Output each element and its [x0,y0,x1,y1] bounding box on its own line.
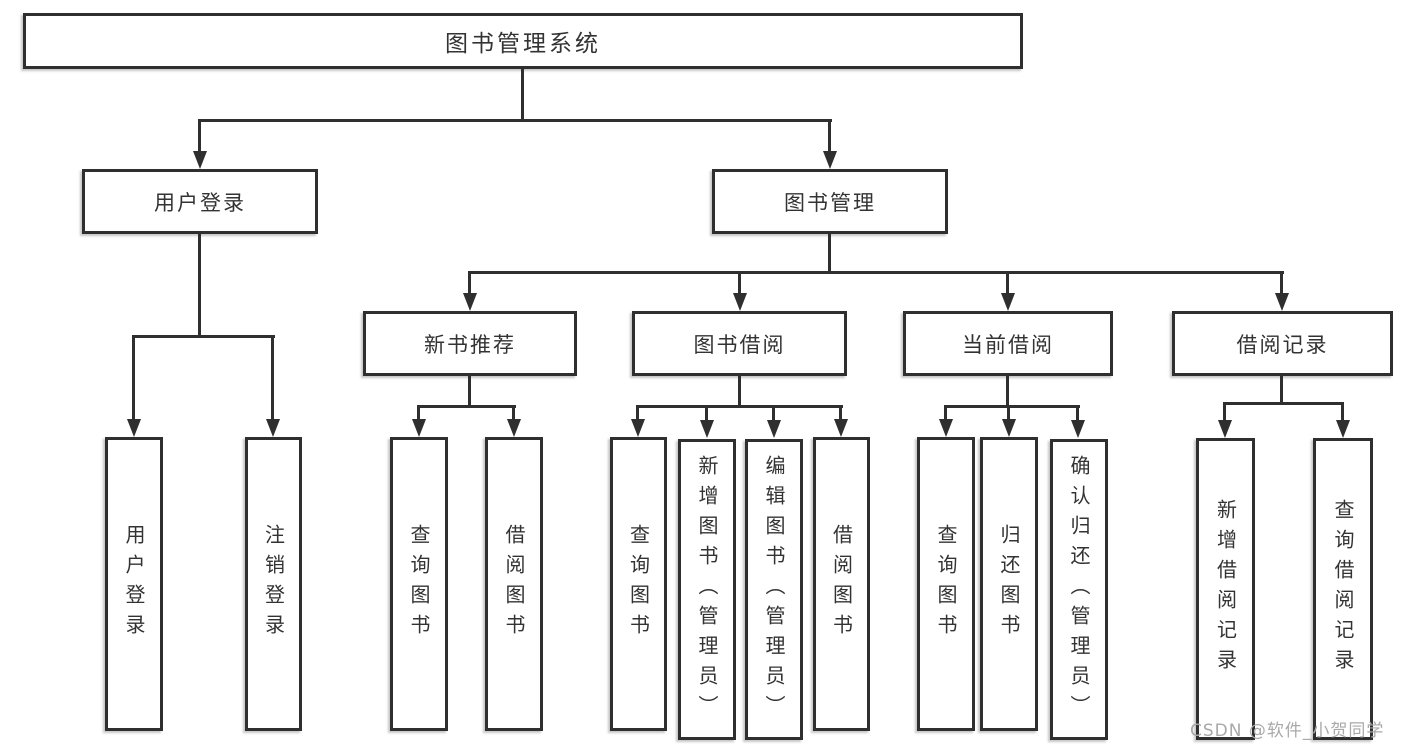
arrowhead-borrow-leaf4 [834,419,848,437]
node-book-borrow: 图书借阅 [632,311,847,376]
leaf-borrow-books: 借阅图书 [813,437,870,731]
leaf-add-books-admin: 新增图书（管理员） [678,439,736,740]
connector-level1-bar [198,119,832,122]
leaf-return-books: 归还图书 [980,437,1038,731]
connector-newrec-bar [417,405,516,408]
connector-records-bar [1223,402,1344,405]
arrowhead-newrec-leaf1 [412,419,426,437]
node-user-login: 用户登录 [82,169,318,234]
connector-login-stem [198,234,201,335]
connector-drop-login-leaf2 [271,335,274,420]
leaf-query-borrow-record: 查询借阅记录 [1313,438,1373,740]
connector-drop-user-login [198,119,201,152]
node-current-borrow: 当前借阅 [903,311,1113,376]
connector-newrec-stem [468,376,471,407]
node-library-system-label: 图书管理系统 [445,31,601,57]
arrowhead-current-leaf1 [939,419,953,437]
node-book-borrow-label: 图书借阅 [693,332,786,357]
leaf-current-query-books-label: 查询图书 [934,524,958,644]
connector-drop-book-mgmt [828,119,831,152]
connector-login-bar [132,335,275,338]
leaf-confirm-return-admin: 确认归还（管理员） [1050,439,1108,740]
leaf-add-borrow-record: 新增借阅记录 [1196,438,1255,740]
leaf-confirm-return-admin-label: 确认归还（管理员） [1067,454,1091,725]
leaf-edit-books-admin: 编辑图书（管理员） [745,439,803,740]
arrowhead-login-leaf2 [266,419,280,437]
connector-drop-borrow-leaf4 [839,405,842,419]
arrowhead-login-leaf1 [127,419,141,437]
arrowhead-records-leaf2 [1336,420,1350,438]
connector-drop-current-leaf3 [1076,405,1079,421]
connector-drop-borrow-leaf3 [772,405,775,421]
arrowhead-borrow-records [1275,293,1289,311]
leaf-borrow-query-books: 查询图书 [610,437,667,731]
leaf-add-books-admin-label: 新增图书（管理员） [695,454,719,725]
connector-drop-records-leaf1 [1223,402,1226,420]
node-user-login-label: 用户登录 [154,190,246,215]
leaf-borrow-books-label: 借阅图书 [829,524,854,644]
leaf-query-borrow-record-label: 查询借阅记录 [1331,499,1355,679]
leaf-newrec-query-books: 查询图书 [390,437,448,731]
arrowhead-borrow-leaf2 [700,420,714,438]
leaf-newrec-borrow-books-label: 借阅图书 [502,524,526,644]
arrowhead-newrec-leaf2 [507,419,521,437]
connector-drop-book-borrow [738,271,741,294]
arrowhead-book-borrow [733,293,747,311]
connector-drop-records-leaf2 [1341,402,1344,420]
leaf-logout: 注销登录 [245,437,302,731]
connector-records-stem [1280,376,1283,405]
leaf-return-books-label: 归还图书 [997,524,1021,644]
connector-drop-borrow-records [1280,271,1283,294]
arrowhead-borrow-leaf1 [631,419,645,437]
connector-borrow-bar [636,405,843,408]
leaf-current-query-books: 查询图书 [917,437,975,731]
connector-drop-current-leaf2 [1007,405,1010,419]
leaf-user-login-label: 用户登录 [122,524,146,644]
arrowhead-new-book-rec [463,293,477,311]
arrowhead-current-leaf3 [1071,420,1085,438]
node-borrow-records: 借阅记录 [1172,311,1393,376]
leaf-newrec-borrow-books: 借阅图书 [485,437,543,731]
arrowhead-current-borrow [1001,293,1015,311]
node-book-mgmt-label: 图书管理 [784,190,876,215]
leaf-user-login: 用户登录 [105,437,163,731]
connector-current-bar [944,405,1080,408]
arrowhead-records-leaf1 [1218,420,1232,438]
watermark: CSDN @软件_小贺同学 [1190,721,1385,741]
arrowhead-book-mgmt [823,151,837,169]
leaf-newrec-query-books-label: 查询图书 [407,524,431,644]
connector-root-stem [521,69,524,119]
connector-mgmt-bar [468,271,1284,274]
connector-drop-borrow-leaf1 [636,405,639,419]
leaf-logout-label: 注销登录 [261,524,286,644]
connector-drop-borrow-leaf2 [705,405,708,421]
node-new-book-rec-label: 新书推荐 [424,332,516,357]
node-new-book-rec: 新书推荐 [363,311,577,376]
connector-drop-login-leaf1 [132,335,135,420]
arrowhead-current-leaf2 [1002,419,1016,437]
connector-drop-current-borrow [1006,271,1009,294]
leaf-add-borrow-record-label: 新增借阅记录 [1213,499,1238,679]
connector-drop-newrec-leaf2 [512,405,515,419]
connector-current-stem [1006,376,1009,407]
node-library-system: 图书管理系统 [23,13,1023,69]
arrowhead-user-login [193,151,207,169]
connector-drop-newrec-leaf1 [417,405,420,419]
node-current-borrow-label: 当前借阅 [962,332,1054,357]
connector-drop-current-leaf1 [944,405,947,419]
leaf-borrow-query-books-label: 查询图书 [626,524,651,644]
node-book-mgmt: 图书管理 [712,169,948,234]
node-borrow-records-label: 借阅记录 [1236,332,1329,357]
connector-mgmt-stem [828,234,831,274]
arrowhead-borrow-leaf3 [767,420,781,438]
leaf-edit-books-admin-label: 编辑图书（管理员） [762,454,786,725]
connector-drop-new-book-rec [468,271,471,294]
connector-borrow-stem [738,376,741,407]
